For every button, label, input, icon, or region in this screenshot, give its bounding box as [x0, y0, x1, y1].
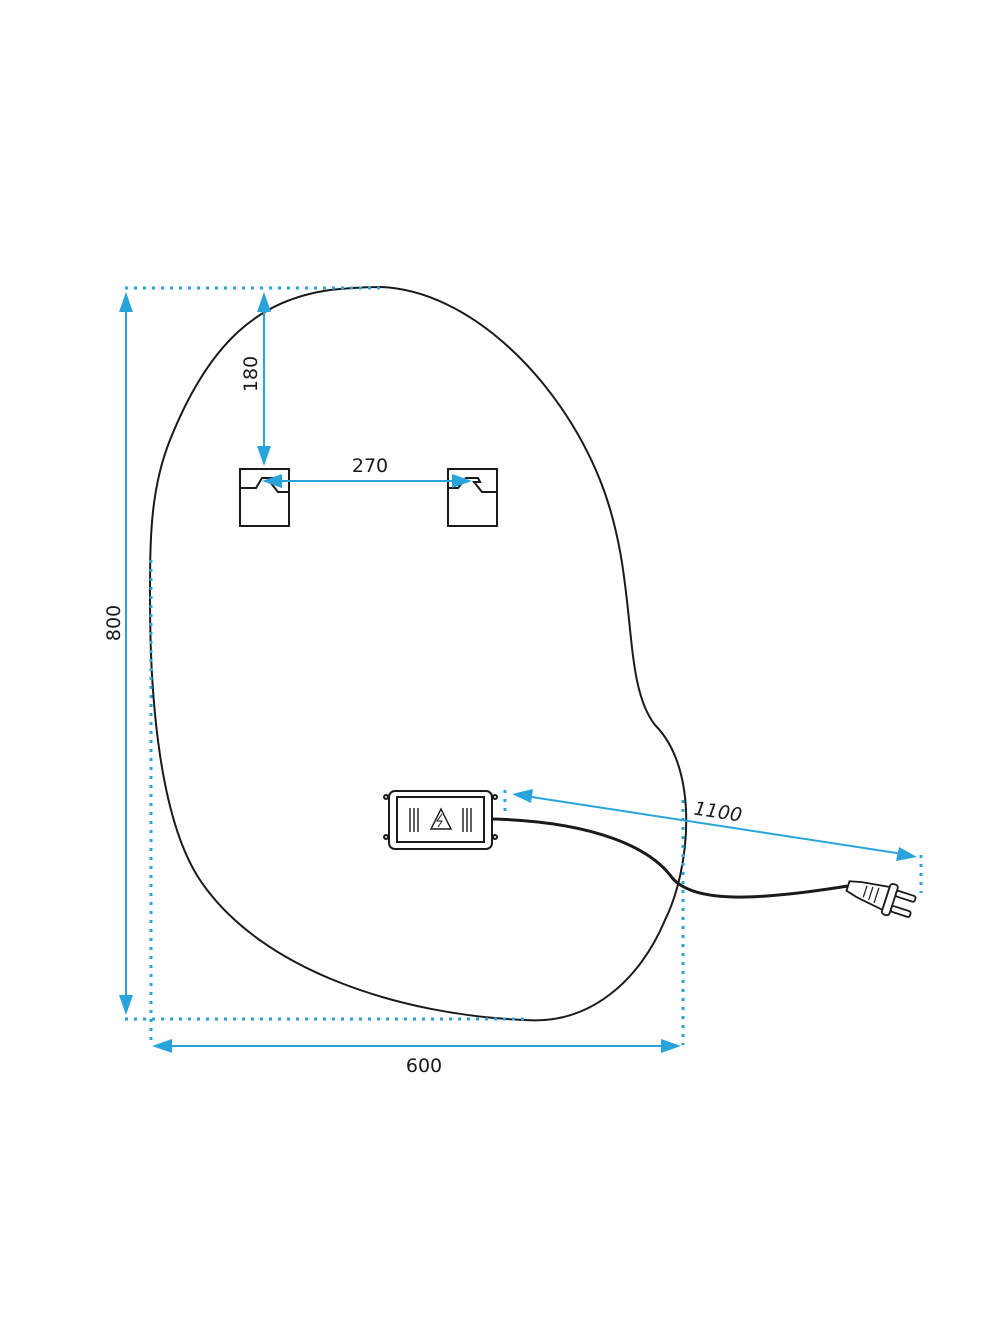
height-label: 800 [103, 605, 125, 641]
mirror-outline [148, 285, 688, 1022]
width-dimension: 600 [152, 1039, 681, 1077]
high-voltage-icon [429, 807, 453, 830]
driver-box-icon [383, 790, 498, 850]
power-cable [492, 817, 849, 899]
bracket-spacing-label: 270 [352, 455, 388, 477]
height-dimension: 800 [103, 292, 133, 1015]
mounting-bracket-icon [447, 468, 498, 527]
power-plug-icon [845, 880, 917, 918]
cable-length-dimension: 1100 [512, 789, 917, 861]
width-label: 600 [406, 1055, 442, 1077]
extension-lines [125, 286, 923, 1045]
bracket-spacing-dimension: 270 [262, 455, 472, 488]
bracket-top-label: 180 [240, 356, 262, 392]
bracket-top-dimension: 180 [240, 292, 271, 466]
